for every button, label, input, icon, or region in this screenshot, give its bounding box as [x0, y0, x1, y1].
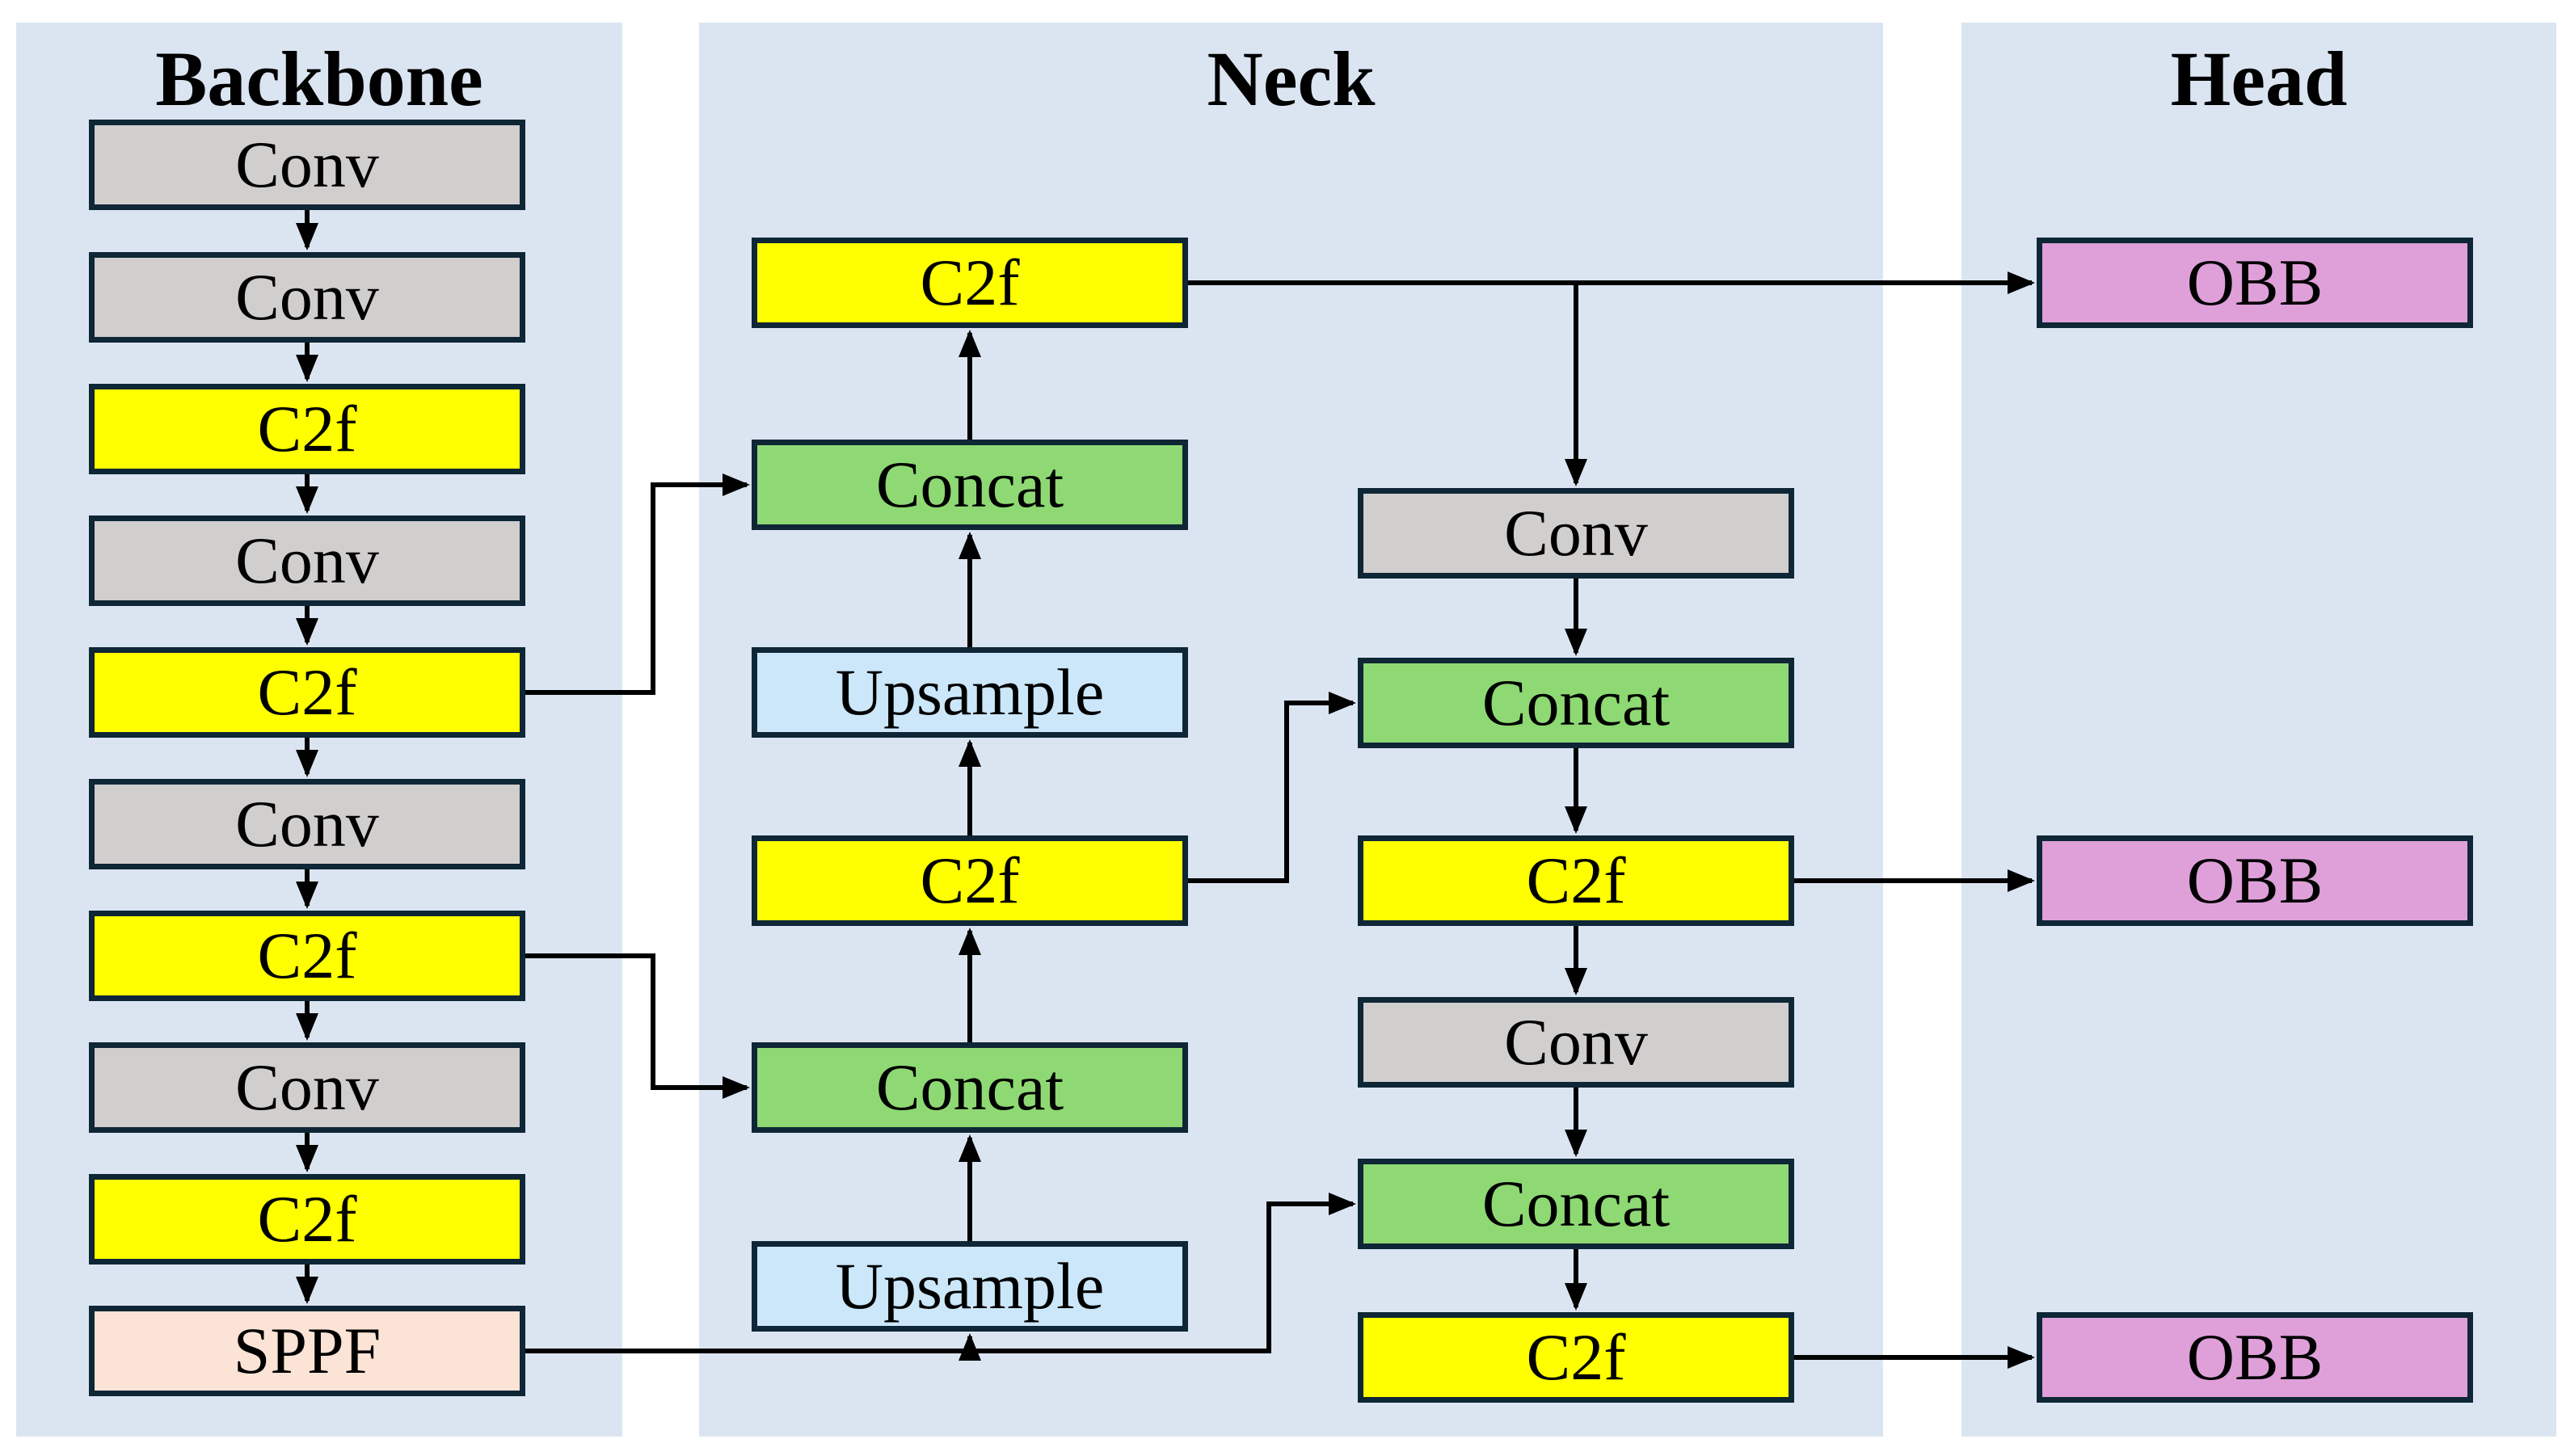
node-neck-c2f-top: C2f: [752, 238, 1188, 328]
node-neck-concat-d: Concat: [1358, 1159, 1794, 1249]
node-backbone-c2f-3: C2f: [89, 911, 525, 1001]
panel-title-neck: Neck: [1207, 36, 1376, 122]
node-head-obb-1: OBB: [2037, 238, 2473, 328]
panel-title-head: Head: [2170, 36, 2348, 122]
node-neck-concat-c: Concat: [1358, 658, 1794, 748]
node-backbone-conv-3: Conv: [89, 515, 525, 606]
node-neck-concat-bottom: Concat: [752, 1042, 1188, 1133]
node-head-obb-3: OBB: [2037, 1312, 2473, 1403]
node-neck-c2f-mid: C2f: [752, 835, 1188, 926]
node-backbone-conv-1: Conv: [89, 120, 525, 210]
node-neck-c2f-a: C2f: [1358, 835, 1794, 926]
node-backbone-c2f-4: C2f: [89, 1174, 525, 1265]
node-neck-upsample-bottom: Upsample: [752, 1241, 1188, 1332]
node-head-obb-2: OBB: [2037, 835, 2473, 926]
node-neck-upsample-top: Upsample: [752, 647, 1188, 738]
node-neck-conv-b: Conv: [1358, 997, 1794, 1088]
node-neck-concat-top: Concat: [752, 440, 1188, 530]
node-neck-c2f-b: C2f: [1358, 1312, 1794, 1403]
node-backbone-sppf: SPPF: [89, 1306, 525, 1396]
node-backbone-c2f-1: C2f: [89, 384, 525, 474]
node-backbone-conv-4: Conv: [89, 779, 525, 869]
node-backbone-conv-2: Conv: [89, 252, 525, 343]
panel-head: Head: [1961, 23, 2556, 1437]
node-backbone-c2f-2: C2f: [89, 647, 525, 738]
panel-title-backbone: Backbone: [155, 36, 483, 122]
node-backbone-conv-5: Conv: [89, 1042, 525, 1133]
node-neck-conv-a: Conv: [1358, 488, 1794, 579]
